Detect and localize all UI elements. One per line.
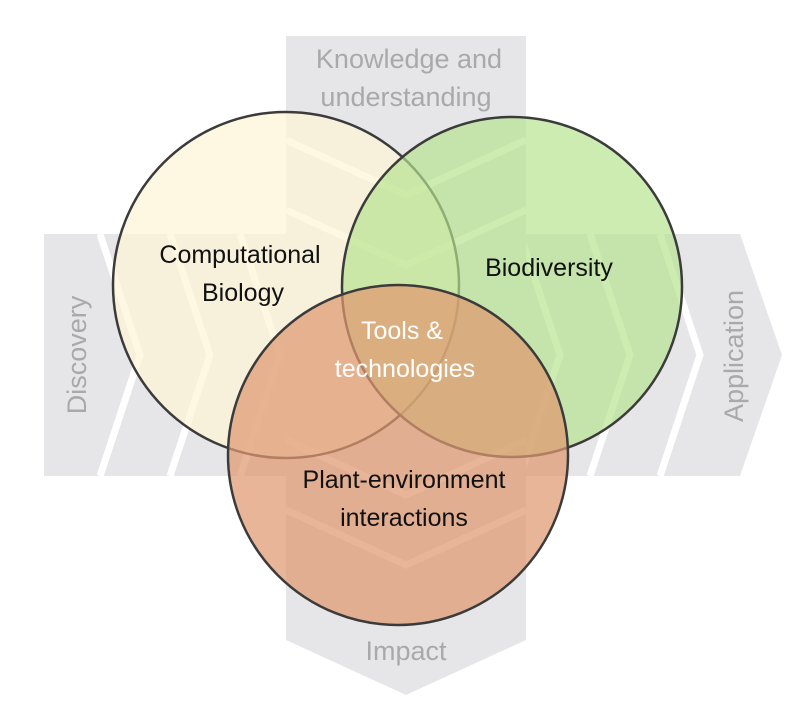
arrow-right-label: Application (719, 290, 749, 422)
arrow-bottom-label: Impact (365, 636, 447, 666)
arrow-top-label-line2: understanding (320, 82, 491, 112)
center-label-line1: Tools & (361, 317, 443, 345)
computational-label-line2: Biology (202, 279, 284, 307)
plant-env-label-line2: interactions (340, 504, 468, 532)
plant-env-label-line1: Plant-environment (303, 466, 506, 494)
arrow-top-label-line1: Knowledge and (316, 44, 502, 74)
center-label-line2: technologies (335, 355, 475, 383)
arrow-left-label: Discovery (62, 295, 92, 414)
biodiversity-label: Biodiversity (485, 254, 613, 282)
computational-label-line1: Computational (159, 241, 320, 269)
venn-circles (111, 110, 684, 627)
circle-plant-environment (226, 283, 570, 627)
